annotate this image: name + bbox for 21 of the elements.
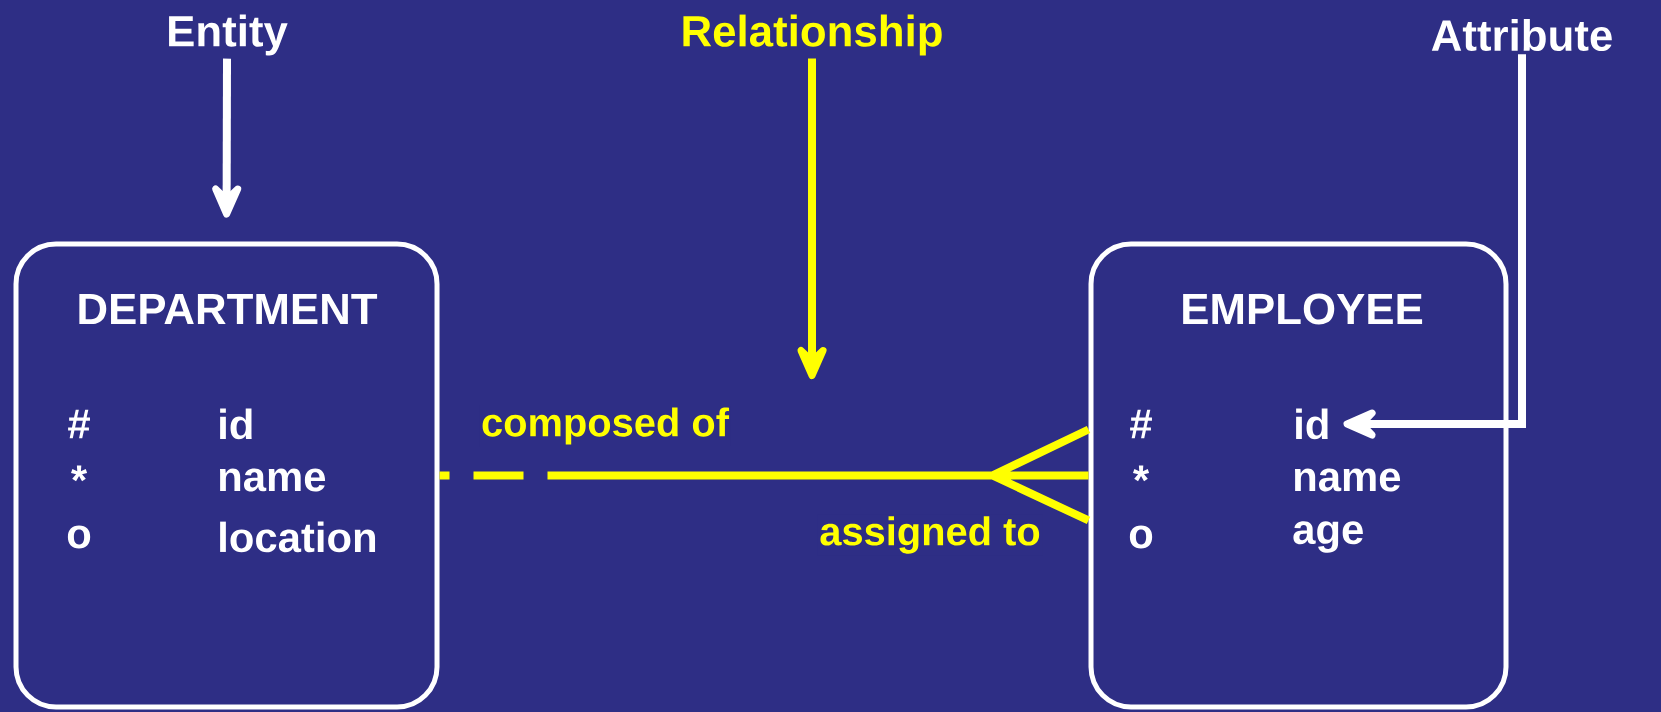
attribute-text: id	[1296, 408, 1328, 440]
entity-name: EMPLOYEE	[1183, 293, 1423, 325]
attribute-text: #	[68, 409, 90, 439]
attribute-text: name	[1294, 468, 1401, 492]
callout-text: Relationship	[683, 14, 942, 56]
entity-box	[1088, 241, 1509, 710]
attribute-text: #	[1130, 409, 1152, 439]
callout-text: Attribute	[1431, 18, 1612, 52]
attribute-text: *	[71, 465, 88, 482]
attribute-text: *	[1133, 465, 1150, 482]
attribute-text: o	[1129, 525, 1153, 549]
entity-name: DEPARTMENT	[79, 293, 378, 325]
edge-label: composed of	[479, 405, 731, 447]
attribute-text: id	[220, 408, 252, 440]
attribute-text: name	[219, 468, 326, 492]
attribute-text: location	[220, 521, 376, 553]
attribute-text: o	[67, 525, 91, 549]
callout-text: Entity	[169, 14, 288, 56]
entity-box	[13, 241, 440, 710]
label-text: assigned to	[817, 514, 1043, 556]
attribute-text: age	[1293, 521, 1363, 553]
